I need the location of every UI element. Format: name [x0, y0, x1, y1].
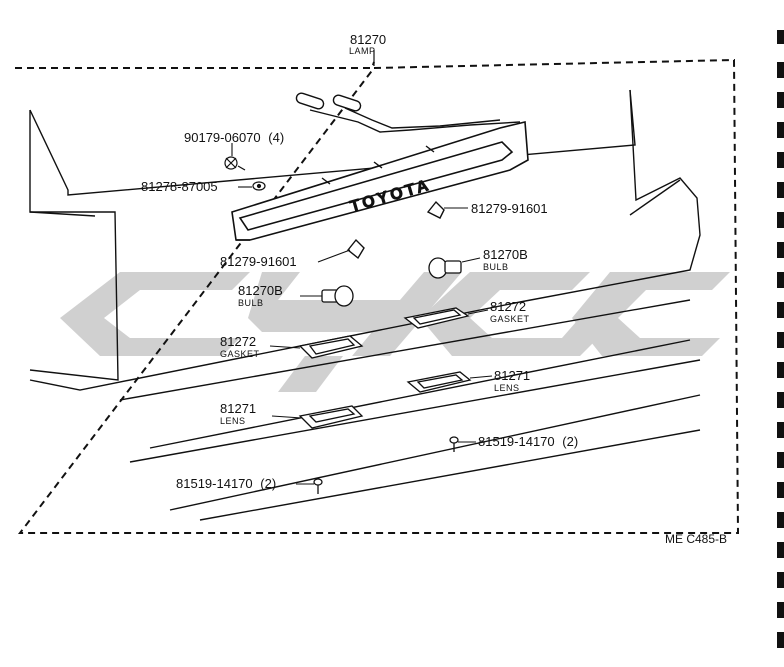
leader-lines [231, 143, 493, 485]
label-lens-right: 81271 [494, 368, 530, 383]
label-washer: 81278-87005 [141, 179, 218, 194]
screw-right-part [449, 436, 459, 452]
label-bulb-left-name: BULB [238, 298, 264, 308]
bulb-left-part [321, 285, 354, 307]
screw-left-part [313, 478, 323, 494]
lamp-housing [231, 121, 529, 241]
label-lens-left: 81271 [220, 401, 256, 416]
harness-clips [321, 145, 435, 185]
label-bulb-right: 81270B [483, 247, 528, 262]
label-screw-right: 81519-14170 (2) [478, 434, 578, 449]
assembly-name: LAMP [349, 46, 376, 56]
lens-right-part [406, 371, 472, 393]
assembly-part-number: 81270 [350, 32, 386, 47]
lens-left-part [298, 405, 364, 429]
gasket-right-part [403, 307, 470, 329]
label-gasket-right: 81272 [490, 299, 526, 314]
label-clip-screw: 90179-06070 (4) [184, 130, 284, 145]
label-gasket-left: 81272 [220, 334, 256, 349]
gasket-left-part [298, 335, 364, 359]
label-screw-left: 81519-14170 (2) [176, 476, 276, 491]
drawing-code: ME C485-B [665, 532, 727, 546]
clip-screw-part [224, 156, 246, 171]
wire-harness [295, 92, 521, 133]
washer-part [252, 181, 266, 191]
watermark-logo [60, 272, 730, 392]
label-lens-right-name: LENS [494, 383, 520, 393]
label-bulb-right-name: BULB [483, 262, 509, 272]
socket-right-part [426, 200, 445, 219]
label-socket-left: 81279-91601 [220, 254, 297, 269]
label-gasket-left-name: GASKET [220, 349, 260, 359]
bulb-right-part [428, 257, 462, 279]
socket-left-part [347, 238, 365, 260]
back-door-outline [29, 89, 701, 521]
label-bulb-left: 81270B [238, 283, 283, 298]
label-socket-right: 81279-91601 [471, 201, 548, 216]
label-gasket-right-name: GASKET [490, 314, 530, 324]
label-lens-left-name: LENS [220, 416, 246, 426]
